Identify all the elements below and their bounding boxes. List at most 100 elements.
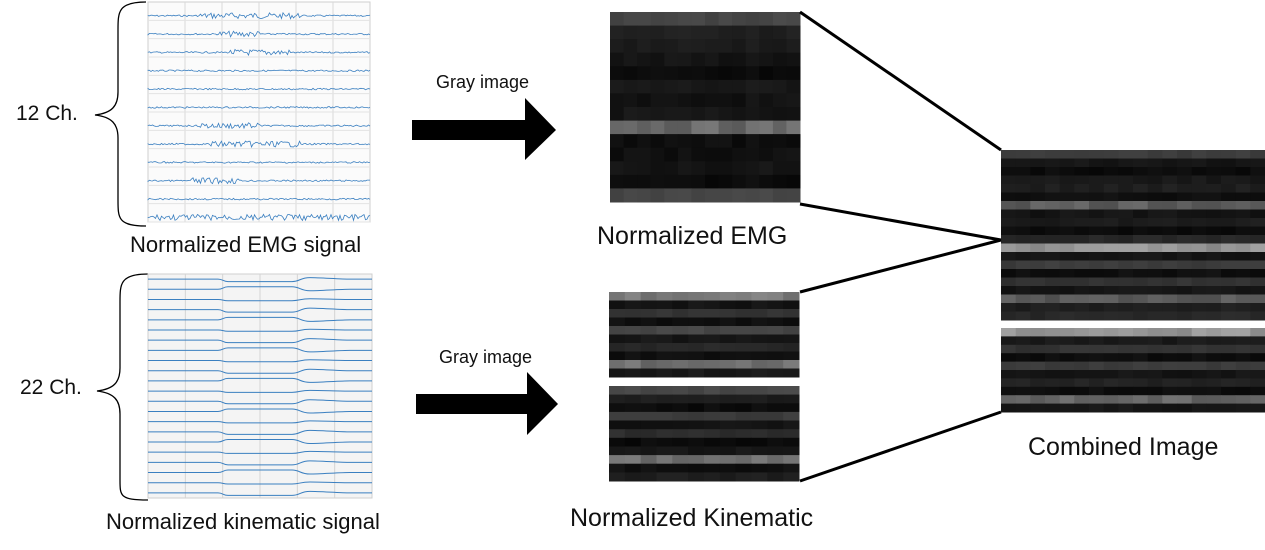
image-cell bbox=[735, 292, 752, 301]
image-cell bbox=[783, 334, 800, 344]
kinematic-channel-trace bbox=[148, 368, 372, 374]
image-cell bbox=[1089, 378, 1105, 388]
image-cell bbox=[1250, 328, 1265, 337]
image-cell bbox=[609, 317, 626, 327]
image-cell bbox=[1074, 311, 1090, 321]
image-cell bbox=[1250, 303, 1265, 312]
kinematic-channel-trace bbox=[148, 307, 372, 313]
image-cell bbox=[1059, 277, 1075, 287]
image-cell bbox=[719, 317, 737, 327]
image-cell bbox=[751, 463, 768, 473]
image-cell bbox=[735, 394, 752, 404]
image-cell bbox=[656, 403, 673, 413]
image-cell bbox=[637, 188, 652, 203]
image-cell bbox=[650, 161, 665, 176]
image-cell bbox=[1133, 395, 1149, 405]
image-cell bbox=[1147, 344, 1163, 354]
image-cell bbox=[759, 39, 774, 54]
image-cell bbox=[783, 437, 800, 447]
image-cell bbox=[1045, 286, 1061, 295]
image-cell bbox=[1089, 311, 1105, 321]
image-cell bbox=[637, 25, 652, 40]
image-cell bbox=[677, 25, 692, 40]
image-cell bbox=[1206, 252, 1222, 261]
image-cell bbox=[705, 39, 720, 54]
emg-channel-trace bbox=[147, 48, 371, 57]
image-cell bbox=[677, 120, 692, 135]
image-cell bbox=[719, 343, 737, 352]
image-cell bbox=[767, 429, 784, 439]
image-cell bbox=[1103, 201, 1119, 210]
image-cell bbox=[735, 309, 752, 318]
image-cell bbox=[1103, 277, 1119, 287]
image-cell bbox=[1206, 175, 1222, 185]
image-cell bbox=[1059, 344, 1075, 354]
image-cell bbox=[745, 79, 760, 94]
image-cell bbox=[1015, 353, 1031, 363]
image-cell bbox=[1103, 235, 1119, 244]
image-cell bbox=[1191, 218, 1207, 227]
image-cell bbox=[751, 300, 768, 310]
image-cell bbox=[1177, 175, 1193, 185]
image-cell bbox=[751, 429, 768, 439]
image-cell bbox=[1001, 378, 1017, 388]
image-cell bbox=[767, 394, 784, 404]
image-cell bbox=[1074, 353, 1090, 363]
kinematic-channel-trace bbox=[148, 328, 372, 332]
image-cell bbox=[1177, 386, 1193, 396]
image-cell bbox=[656, 446, 673, 456]
image-cell bbox=[1118, 386, 1134, 396]
image-cell bbox=[1235, 328, 1251, 337]
image-cell bbox=[1147, 235, 1163, 244]
image-cell bbox=[745, 107, 760, 122]
image-cell bbox=[1059, 403, 1075, 413]
image-cell bbox=[1059, 386, 1075, 396]
image-cell bbox=[1235, 344, 1251, 354]
image-cell bbox=[745, 12, 760, 27]
image-cell bbox=[677, 79, 692, 94]
image-cell bbox=[1177, 303, 1193, 312]
image-cell bbox=[786, 66, 801, 81]
image-cell bbox=[1059, 395, 1075, 405]
image-cell bbox=[1206, 336, 1222, 346]
image-cell bbox=[1089, 175, 1105, 185]
image-cell bbox=[609, 472, 626, 482]
emg-gray-image bbox=[610, 12, 801, 203]
image-cell bbox=[1074, 243, 1090, 253]
image-cell bbox=[1059, 184, 1075, 193]
image-cell bbox=[1235, 370, 1251, 379]
image-cell bbox=[1235, 235, 1251, 244]
image-cell bbox=[1147, 167, 1163, 176]
image-cell bbox=[656, 437, 673, 447]
image-cell bbox=[1206, 218, 1222, 227]
image-cell bbox=[1206, 192, 1222, 202]
image-cell bbox=[623, 147, 638, 162]
image-cell bbox=[705, 161, 720, 176]
image-cell bbox=[1147, 218, 1163, 227]
image-cell bbox=[1103, 175, 1119, 185]
image-cell bbox=[718, 66, 733, 81]
image-cell bbox=[705, 93, 720, 108]
image-cell bbox=[1250, 235, 1265, 244]
image-cell bbox=[759, 134, 774, 149]
kinematic-channel-trace bbox=[148, 286, 372, 292]
image-cell bbox=[1133, 201, 1149, 210]
image-cell bbox=[1103, 269, 1119, 278]
image-cell bbox=[677, 188, 692, 203]
image-cell bbox=[1059, 311, 1075, 321]
image-cell bbox=[704, 420, 721, 430]
kinematic-gray-image-arrow bbox=[416, 372, 558, 435]
image-cell bbox=[759, 79, 774, 94]
image-cell bbox=[1059, 158, 1075, 168]
image-cell bbox=[719, 334, 737, 344]
image-cell bbox=[1118, 260, 1134, 270]
image-cell bbox=[735, 446, 752, 456]
image-cell bbox=[1250, 336, 1265, 346]
image-cell bbox=[1162, 386, 1178, 396]
image-cell bbox=[1045, 294, 1061, 304]
image-cell bbox=[650, 188, 665, 203]
image-cell bbox=[656, 472, 673, 482]
image-cell bbox=[1045, 252, 1061, 261]
image-cell bbox=[1235, 209, 1251, 219]
